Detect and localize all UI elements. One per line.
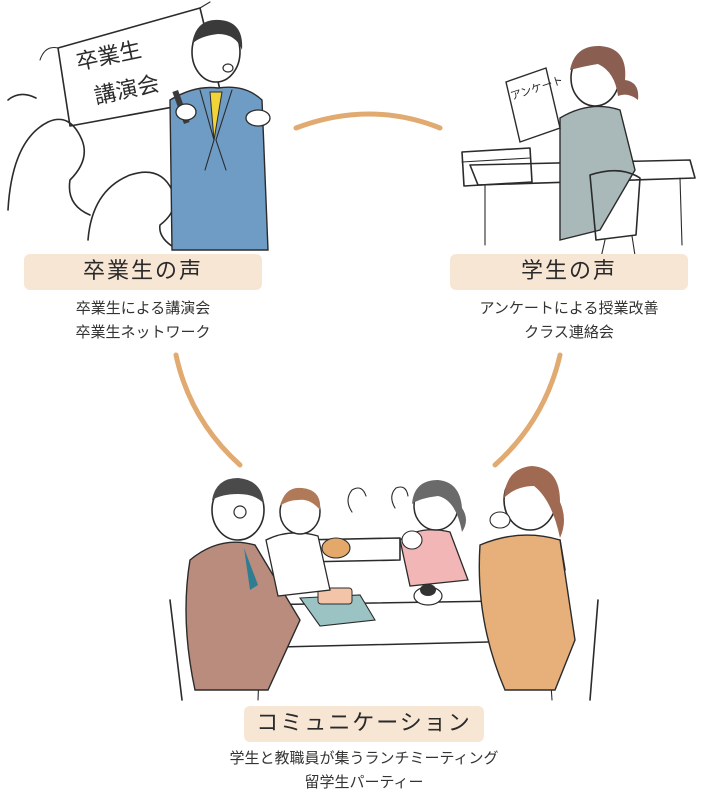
student-item-class-council: クラス連絡会 [524,323,614,341]
connector-arc-right [492,352,563,468]
survey-student-illustration: アンケート [461,45,696,263]
alumni-voice-label: 卒業生の声 [24,254,262,290]
banner-text-line2: 講演会 [92,72,162,110]
banner-text-line1: 卒業生 [74,38,144,76]
lunch-meeting-illustration [169,466,599,701]
communication-items: 学生と教職員が集うランチミーティング 留学生パーティー [184,746,544,794]
alumni-item-lecture: 卒業生による講演会 [75,299,211,317]
student-item-survey: アンケートによる授業改善 [479,299,659,317]
connector-arc-top [293,111,443,131]
communication-item-lunch: 学生と教職員が集うランチミーティング [229,749,499,767]
alumni-item-network: 卒業生ネットワーク [75,323,211,341]
student-voice-label: 学生の声 [450,254,688,290]
student-voice-title: 学生の声 [520,259,617,284]
communication-title: コミュニケーション [256,711,472,736]
student-voice-items: アンケートによる授業改善 クラス連絡会 [450,296,688,344]
connector-arc-left [173,352,243,468]
alumni-voice-title: 卒業生の声 [82,259,203,284]
alumni-voice-items: 卒業生による講演会 卒業生ネットワーク [24,296,262,344]
communication-label: コミュニケーション [244,706,484,742]
communication-item-party: 留学生パーティー [304,773,424,791]
speaker-illustration: 卒業生 講演会 [7,1,271,251]
